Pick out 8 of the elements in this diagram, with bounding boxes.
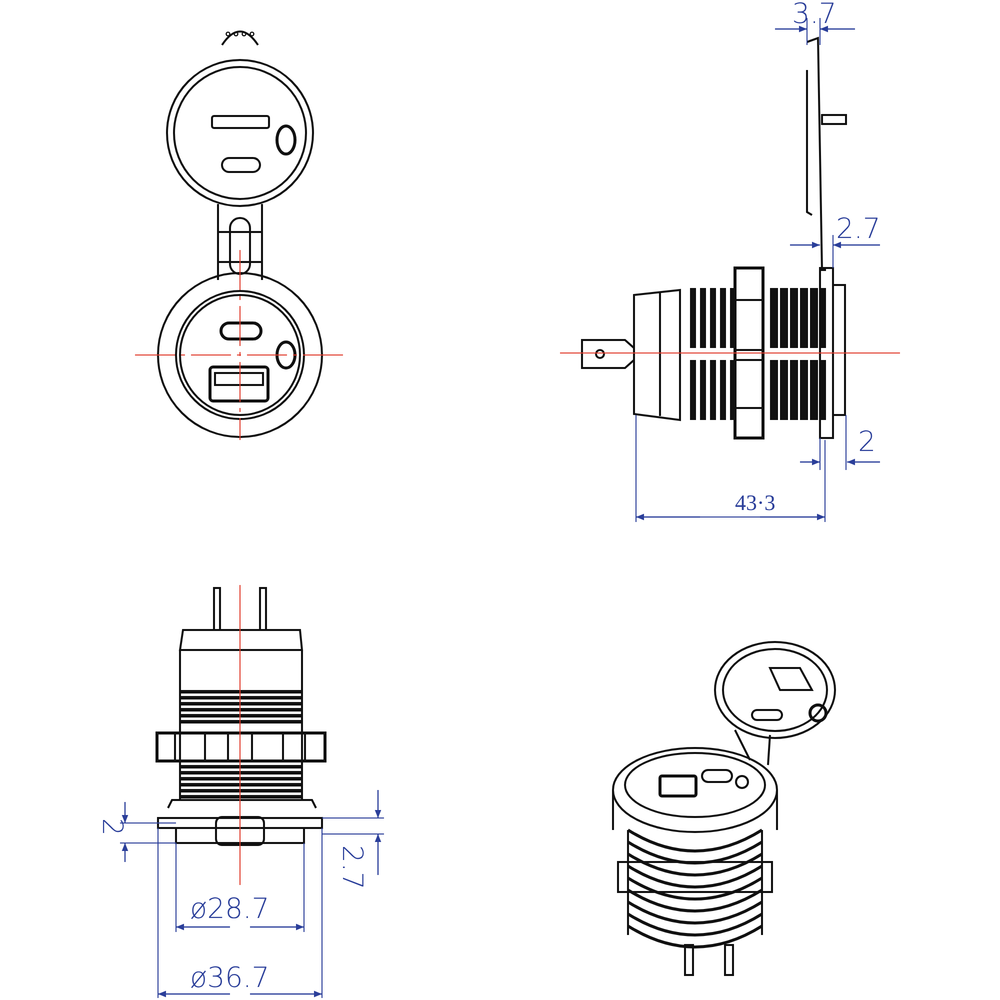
dimension-label: ø28.7: [190, 895, 270, 923]
dimension-label: 2: [858, 428, 876, 456]
dimension-label: 2.7: [836, 215, 881, 243]
dimension-label: 2.7: [338, 845, 366, 890]
dimension-label: ø36.7: [190, 964, 270, 992]
dimension-label: 3.7: [792, 0, 837, 28]
dimension-label: 43·3: [735, 492, 776, 514]
dimension-label: 2: [98, 818, 126, 836]
